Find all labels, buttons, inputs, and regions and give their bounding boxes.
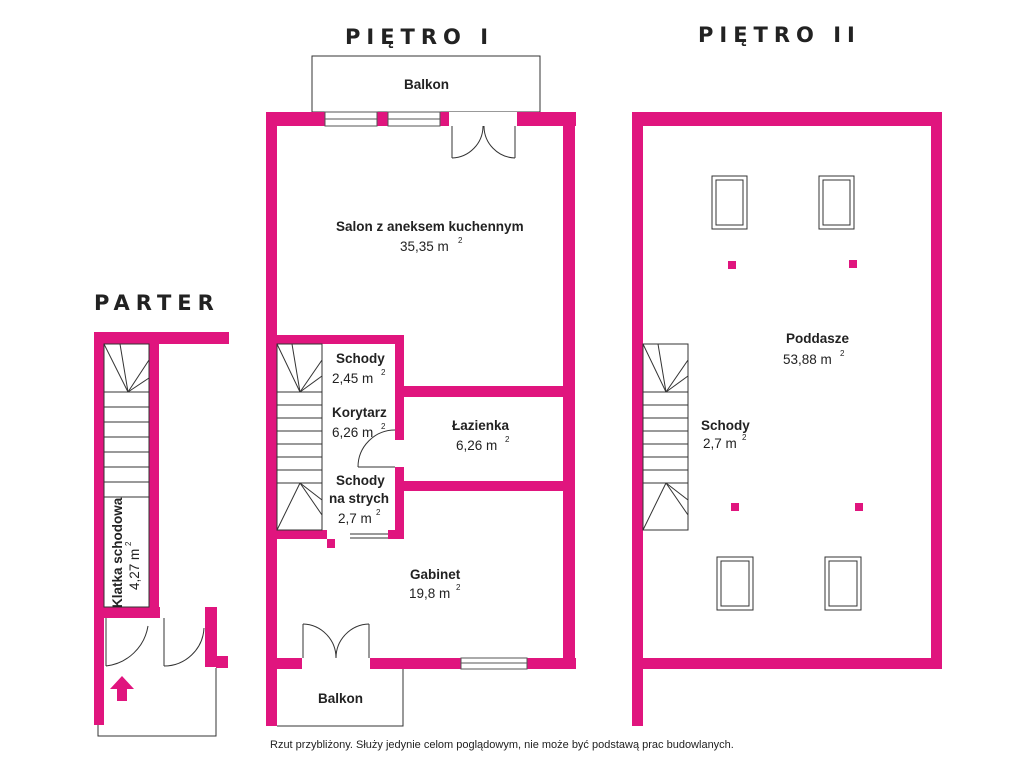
landing-outline [97, 668, 217, 737]
door-opening [449, 112, 517, 126]
skylight [716, 556, 754, 611]
room-label-schody-strych: Schody [336, 473, 385, 488]
floor-title-parter: PARTER [94, 291, 220, 315]
room-area-schody-1: 2,45 m [332, 371, 373, 386]
stairs-klatka [103, 343, 150, 608]
post [849, 260, 857, 268]
wall [266, 112, 277, 726]
wall [395, 467, 404, 539]
parter-plan: Klatka schodowa 4,27 m 2 [94, 332, 229, 737]
room-area-salon: 35,35 m [400, 239, 449, 254]
unit-sup: 2 [505, 435, 510, 444]
door-balkon-bottom [302, 623, 370, 659]
unit-sup: 2 [124, 541, 133, 546]
floor-title-pietro-2: PIĘTRO II [698, 23, 861, 47]
wall [216, 656, 228, 668]
door-parter [105, 618, 205, 667]
wall [563, 112, 575, 669]
door-korytarz [357, 429, 396, 468]
room-label-gabinet: Gabinet [410, 567, 461, 582]
wall [632, 112, 643, 726]
wall [388, 530, 404, 539]
post [728, 261, 736, 269]
room-label-balkon-bottom: Balkon [318, 691, 363, 706]
wall [94, 332, 104, 725]
room-label-klatka: Klatka schodowa [110, 497, 125, 608]
room-area-klatka: 4,27 m [127, 549, 142, 590]
room-area-schody-2: 2,7 m [703, 436, 737, 451]
room-label-balkon-top: Balkon [404, 77, 449, 92]
wall [94, 607, 160, 618]
balcony-bottom-outline [277, 669, 404, 727]
room-area-gabinet: 19,8 m [409, 586, 450, 601]
room-label-lazienka: Łazienka [452, 418, 510, 433]
wall [404, 481, 563, 491]
wall [266, 658, 302, 669]
unit-sup: 2 [742, 433, 747, 442]
room-label-poddasze: Poddasze [786, 331, 850, 346]
room-area-poddasze: 53,88 m [783, 352, 832, 367]
skylight [824, 556, 862, 611]
skylight [711, 175, 748, 230]
floor-title-pietro-1: PIĘTRO I [345, 25, 494, 49]
wall [931, 112, 942, 669]
unit-sup: 2 [840, 349, 845, 358]
room-label-schody-strych-2: na strych [329, 491, 389, 506]
wall [277, 530, 327, 539]
room-label-salon: Salon z aneksem kuchennym [336, 219, 524, 234]
room-label-schody-1: Schody [336, 351, 385, 366]
wall [404, 386, 563, 397]
unit-sup: 2 [376, 508, 381, 517]
wall [395, 335, 404, 440]
pietro-2-plan: Poddasze 53,88 m 2 Schody 2,7 m 2 [632, 112, 942, 726]
wall [327, 539, 335, 548]
wall [205, 607, 217, 667]
room-label-korytarz: Korytarz [332, 405, 387, 420]
room-area-lazienka: 6,26 m [456, 438, 497, 453]
stairs-schody-1 [276, 343, 323, 531]
unit-sup: 2 [381, 422, 386, 431]
door-strych [350, 533, 388, 539]
unit-sup: 2 [456, 583, 461, 592]
room-label-schody-2: Schody [701, 418, 750, 433]
unit-sup: 2 [381, 368, 386, 377]
wall [643, 658, 942, 669]
door-balkon-top [451, 125, 516, 159]
unit-sup: 2 [458, 236, 463, 245]
pietro-1-plan: Balkon [266, 55, 576, 727]
post [855, 503, 863, 511]
entrance-arrow-icon [110, 676, 134, 701]
post [731, 503, 739, 511]
wall [94, 332, 229, 344]
wall [149, 332, 159, 607]
wall [277, 335, 404, 344]
stairs-schody-2 [642, 343, 689, 531]
wall [632, 112, 942, 126]
skylight [818, 175, 855, 230]
footer-disclaimer: Rzut przybliżony. Służy jedynie celom po… [270, 739, 734, 751]
room-area-schody-strych: 2,7 m [338, 511, 372, 526]
room-area-korytarz: 6,26 m [332, 425, 373, 440]
